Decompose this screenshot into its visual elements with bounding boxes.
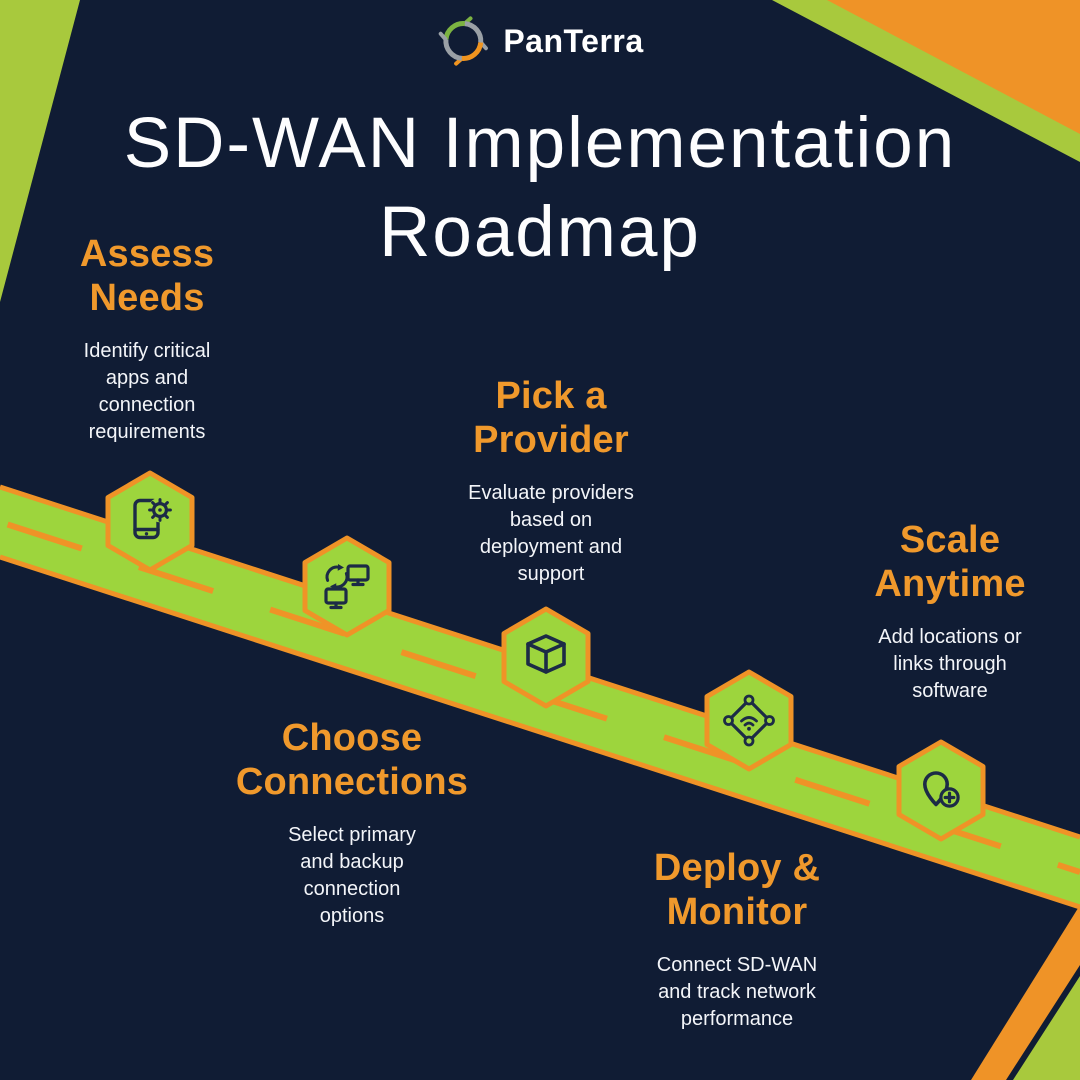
step-heading: Choose Connections — [235, 717, 469, 804]
step-description-line: Connect SD-WAN — [656, 954, 818, 977]
step-description-line: support — [517, 563, 585, 586]
step-description: Select primary and backup connection opt… — [226, 822, 478, 930]
step-description-line: requirements — [88, 421, 206, 444]
step-description-line: Evaluate providers — [468, 482, 634, 505]
step-block-pick-a-provider: Pick a Provider Evaluate providers based… — [451, 374, 651, 588]
step-description-line: based on — [509, 509, 593, 532]
step-heading: Scale Anytime — [874, 519, 1026, 606]
step-block-choose-connections: Choose Connections Select primary and ba… — [226, 716, 478, 930]
road-edge-bottom — [0, 554, 1080, 910]
panterra-logo: PanTerra — [436, 14, 643, 68]
cube-icon — [526, 634, 566, 674]
step-description-line: Select primary — [288, 824, 416, 847]
step-heading: Assess Needs — [79, 233, 215, 320]
step-block-deploy-monitor: Deploy & Monitor Connect SD-WAN and trac… — [637, 846, 837, 1033]
step-description: Identify critical apps and connection re… — [42, 338, 252, 446]
step-description: Evaluate providers based on deployment a… — [451, 480, 651, 588]
network-wifi-icon — [723, 694, 775, 747]
step-description-line: software — [912, 680, 988, 703]
corner-top-left-green — [0, 0, 80, 302]
corner-bottom-right-green — [1013, 976, 1080, 1080]
step-description-line: and backup — [300, 851, 404, 874]
corner-bottom-right-orange — [971, 905, 1080, 1080]
milestone-hexagon-3 — [501, 606, 591, 709]
step-description: Connect SD-WAN and track network perform… — [637, 952, 837, 1033]
milestone-hexagon-4 — [704, 669, 794, 772]
brand-name: PanTerra — [503, 22, 644, 59]
step-block-assess-needs: Assess Needs Identify critical apps and … — [42, 232, 252, 446]
step-description-line: Add locations or — [878, 626, 1022, 649]
panterra-logo-icon — [438, 16, 488, 66]
step-description-line: connection — [303, 878, 401, 901]
step-description-line: deployment and — [479, 536, 623, 559]
milestone-hexagon-2 — [302, 535, 392, 638]
step-description-line: performance — [680, 1008, 794, 1031]
corner-top-right-orange — [827, 0, 1080, 134]
milestone-hexagon-1 — [105, 470, 195, 573]
step-description-line: and track network — [658, 981, 816, 1004]
step-description-line: apps and — [105, 367, 189, 390]
step-heading: Deploy & Monitor — [653, 847, 821, 934]
step-heading: Pick a Provider — [473, 375, 629, 462]
step-description-line: connection — [98, 394, 196, 417]
swap-monitors-icon — [324, 564, 370, 610]
phone-gear-icon — [133, 497, 173, 540]
step-description-line: options — [319, 905, 385, 928]
add-location-icon — [923, 771, 960, 808]
page-title: SD-WAN Implementation Roadmap — [123, 104, 957, 272]
step-block-scale-anytime: Scale Anytime Add locations or links thr… — [865, 518, 1035, 705]
step-description-line: links through — [893, 653, 1007, 676]
milestone-hexagon-5 — [896, 739, 986, 842]
step-description: Add locations or links through software — [865, 624, 1035, 705]
step-description-line: Identify critical — [83, 340, 211, 363]
